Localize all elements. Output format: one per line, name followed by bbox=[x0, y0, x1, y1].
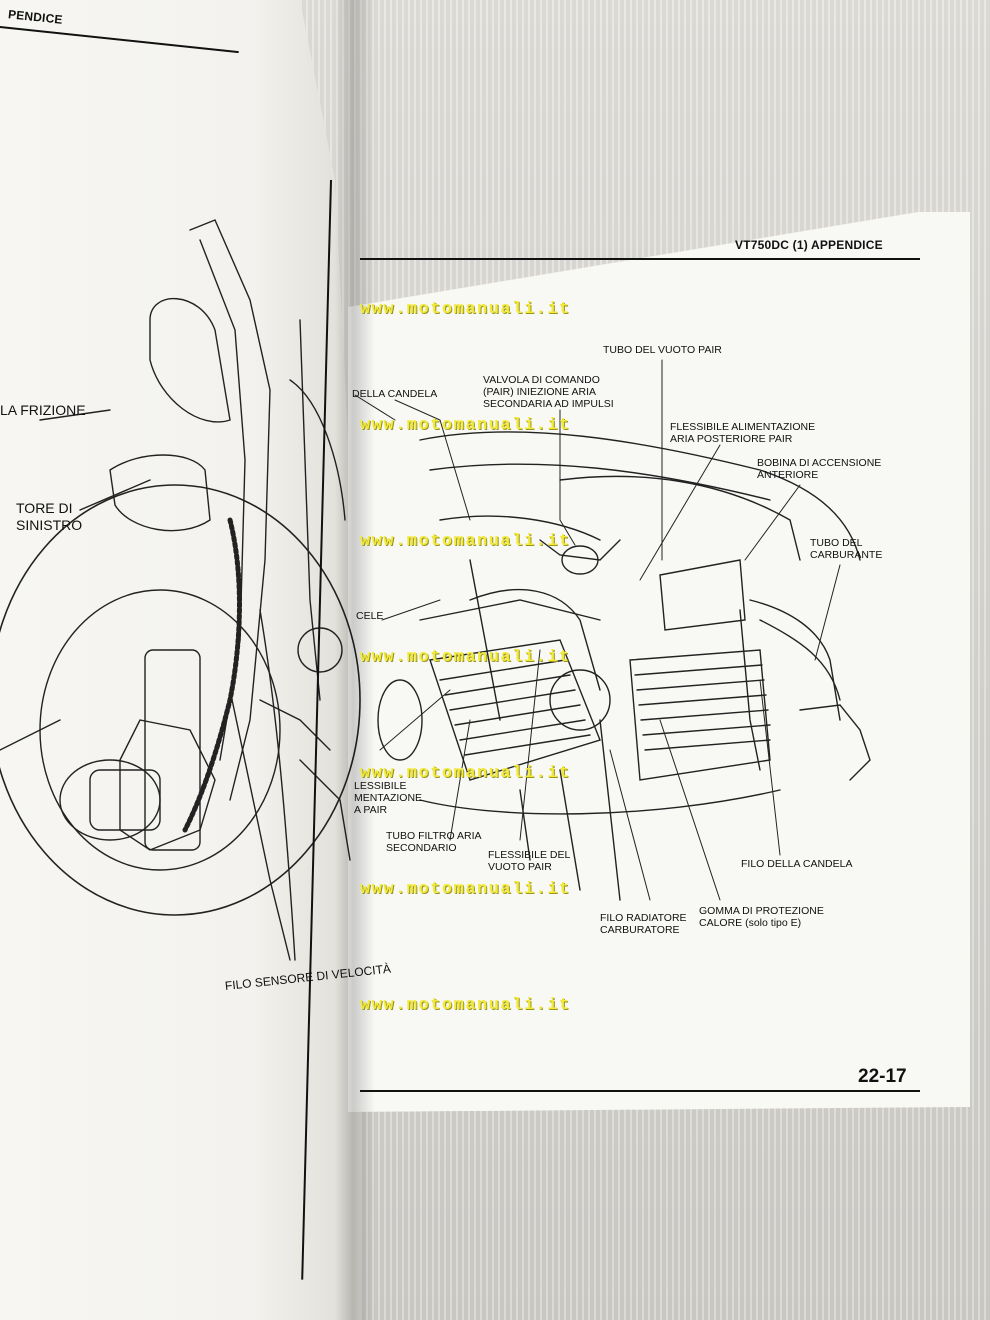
label-line: A PAIR bbox=[354, 804, 388, 816]
label-cele: CELE bbox=[356, 610, 384, 622]
label-line: VALVOLA DI COMANDO bbox=[483, 374, 600, 386]
front-cylinder bbox=[429, 639, 601, 781]
label-filo-radiatore: FILO RADIATORE CARBURATORE bbox=[600, 912, 687, 936]
label-line: TUBO DEL bbox=[810, 537, 863, 549]
watermark: www.motomanuali.it bbox=[360, 764, 571, 783]
label-line: CARBURATORE bbox=[600, 924, 680, 936]
label-frizione: LA FRIZIONE bbox=[0, 402, 86, 418]
front-fork-drawing bbox=[0, 219, 361, 961]
label-line: TUBO FILTRO ARIA bbox=[386, 830, 482, 842]
label-flessibile-alimentazione-pair: LESSIBILE MENTAZIONE A PAIR bbox=[354, 780, 422, 816]
label-line: SECONDARIA AD IMPULSI bbox=[483, 398, 614, 410]
label-valvola-comando: VALVOLA DI COMANDO (PAIR) INIEZIONE ARIA… bbox=[483, 374, 614, 410]
page-number: 22-17 bbox=[858, 1066, 907, 1087]
label-tore-di: TORE DI SINISTRO bbox=[16, 500, 82, 534]
label-line: FILO RADIATORE bbox=[600, 912, 687, 924]
label-line: SECONDARIO bbox=[386, 842, 457, 854]
label-line: GOMMA DI PROTEZIONE bbox=[699, 905, 824, 917]
label-line: FLESSIBILE DEL bbox=[488, 849, 571, 861]
watermark: www.motomanuali.it bbox=[360, 996, 571, 1015]
label-flessibile-alimentazione: FLESSIBILE ALIMENTAZIONE ARIA POSTERIORE… bbox=[670, 421, 815, 445]
right-page bbox=[348, 212, 970, 1112]
label-line: (PAIR) INIEZIONE ARIA bbox=[483, 386, 596, 398]
rear-cylinder bbox=[629, 649, 771, 781]
right-header-rule bbox=[360, 258, 920, 260]
label-tubo-vuoto-pair: TUBO DEL VUOTO PAIR bbox=[603, 344, 722, 356]
label-filo-candela: FILO DELLA CANDELA bbox=[741, 858, 853, 870]
label-tubo-carburante: TUBO DEL CARBURANTE bbox=[810, 537, 882, 561]
label-line: CALORE (solo tipo E) bbox=[699, 917, 802, 929]
label-della-candela: DELLA CANDELA bbox=[352, 388, 438, 400]
watermark: www.motomanuali.it bbox=[360, 532, 571, 551]
label-line: LESSIBILE bbox=[354, 780, 407, 792]
watermark: www.motomanuali.it bbox=[360, 880, 571, 899]
label-line: ARIA POSTERIORE PAIR bbox=[670, 433, 793, 445]
label-line: CARBURANTE bbox=[810, 549, 883, 561]
leader-lines bbox=[354, 359, 841, 901]
label-line: FLESSIBILE ALIMENTAZIONE bbox=[670, 421, 816, 433]
label-line: SINISTRO bbox=[16, 517, 83, 533]
label-line: MENTAZIONE bbox=[354, 792, 423, 804]
label-line: VUOTO PAIR bbox=[488, 861, 552, 873]
engine-drawing bbox=[377, 431, 871, 901]
label-flessibile-vuoto-pair: FLESSIBILE DEL VUOTO PAIR bbox=[488, 849, 570, 873]
watermark: www.motomanuali.it bbox=[360, 300, 571, 319]
label-bobina-accensione: BOBINA DI ACCENSIONE ANTERIORE bbox=[757, 457, 881, 481]
right-footer-rule bbox=[360, 1090, 920, 1092]
label-line: TORE DI bbox=[16, 500, 73, 516]
watermark: www.motomanuali.it bbox=[360, 648, 571, 667]
label-tubo-filtro-aria: TUBO FILTRO ARIA SECONDARIO bbox=[386, 830, 481, 854]
right-header-title: VT750DC (1) APPENDICE bbox=[735, 238, 883, 252]
label-line: ANTERIORE bbox=[757, 469, 819, 481]
watermark: www.motomanuali.it bbox=[360, 416, 571, 435]
label-line: BOBINA DI ACCENSIONE bbox=[757, 457, 882, 469]
label-gomma-protezione: GOMMA DI PROTEZIONE CALORE (solo tipo E) bbox=[699, 905, 824, 929]
